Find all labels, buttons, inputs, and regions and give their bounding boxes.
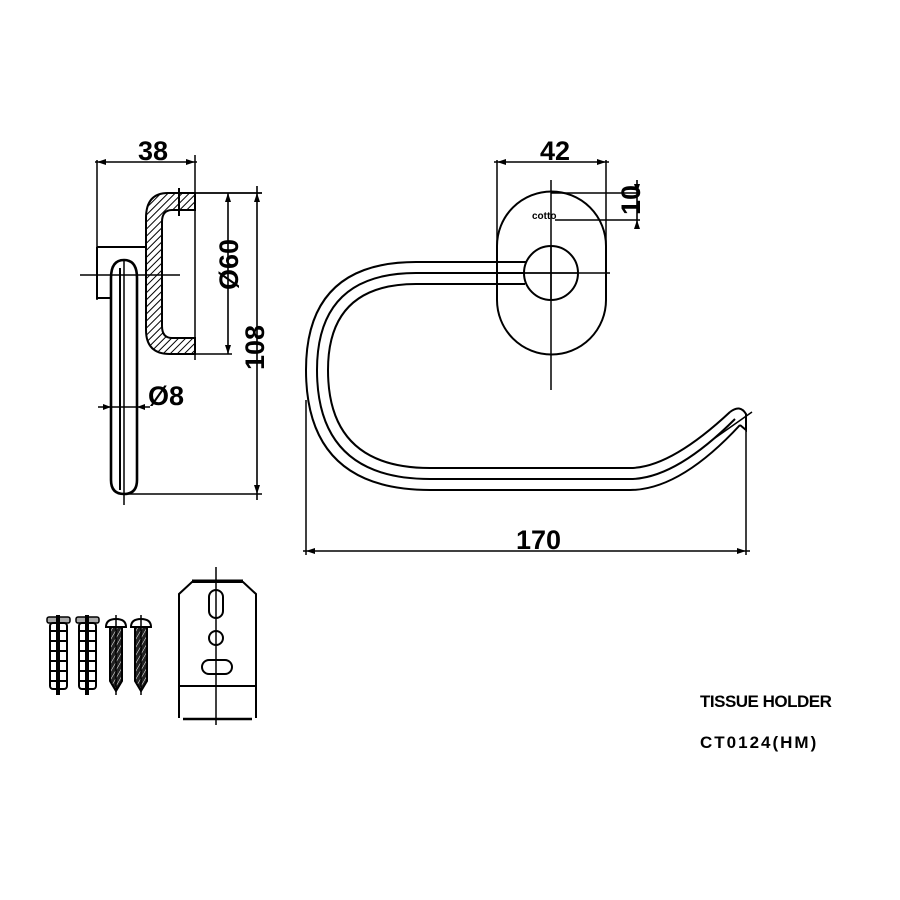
dimension-flange-diameter: Ø60 (195, 192, 262, 355)
flange-section (145, 188, 196, 355)
rod-front (304, 261, 753, 491)
dimension-overall-width: 170 (303, 400, 750, 555)
brand-logo: cotto (532, 211, 556, 222)
side-view: 38 Ø60 Ø8 (80, 136, 270, 505)
dimension-logo-offset-label: 10 (616, 185, 646, 215)
rod-side (80, 258, 180, 505)
dimension-rod-diameter-label: Ø8 (148, 381, 184, 411)
screw-icon (129, 615, 153, 695)
dimension-height: 108 (124, 186, 270, 500)
wall-plug-icon (75, 615, 100, 695)
dimension-flange-width: 42 (494, 136, 609, 290)
front-view: 42 10 cotto (303, 136, 753, 555)
dimension-height-label: 108 (240, 325, 270, 370)
dimension-flange-width-label: 42 (540, 136, 570, 166)
drawing-title: TISSUE HOLDER (700, 692, 832, 711)
wall-plug-icon (46, 615, 71, 695)
screw-icon (104, 615, 128, 695)
model-code: CT0124(HM) (700, 733, 819, 752)
mounting-bracket (178, 567, 257, 725)
dimension-flange-diameter-label: Ø60 (214, 239, 244, 290)
dimension-overall-width-label: 170 (516, 525, 561, 555)
dimension-logo-offset: 10 (551, 180, 646, 229)
dimension-depth-label: 38 (138, 136, 168, 166)
dimension-rod-diameter: Ø8 (98, 381, 184, 411)
accessories (46, 567, 257, 725)
